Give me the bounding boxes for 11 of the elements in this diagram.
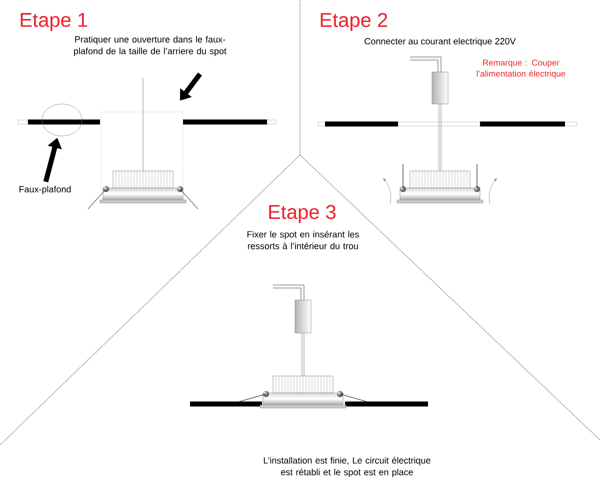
opening-outline — [100, 112, 184, 190]
step-heading: Etape 2 — [320, 12, 388, 32]
node-label: Faux-plafond — [19, 186, 71, 194]
warning-note: Remarque : Couper l’alimentation électrique — [476, 60, 566, 78]
instruction-text: Connecter au courant electrique 220V — [364, 38, 516, 46]
instruction-text: Fixer le spot en insérant les ressorts à l’intérieur du trou — [247, 230, 359, 250]
step-heading: Etape 3 — [269, 204, 336, 224]
instruction-text: Pratiquer une ouverture dans le faux-plafond de la taille de l’arriere du spot — [74, 36, 226, 56]
step-heading: Etape 1 — [20, 13, 88, 31]
result-text: L’installation est finie, Le circuit électrique est rétabli et le spot est en place — [264, 456, 430, 478]
highlight-ellipse — [42, 104, 82, 136]
